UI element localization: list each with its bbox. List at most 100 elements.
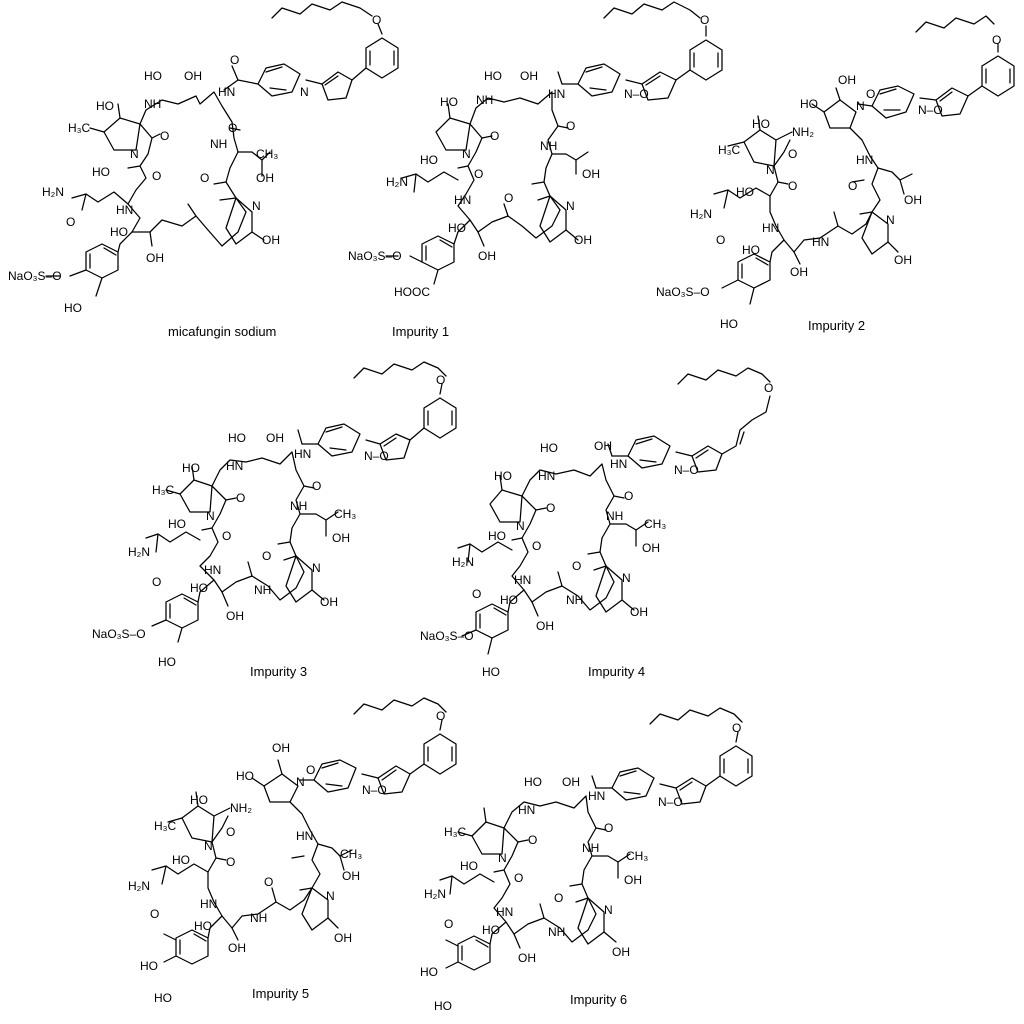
atom-label: N–O: [918, 103, 943, 117]
structure-caption: Impurity 5: [252, 986, 309, 1001]
atom-label: H₂N: [690, 207, 712, 221]
atom-label: OH: [342, 869, 360, 883]
atom-label: N: [296, 775, 305, 789]
atom-label: HN: [218, 85, 235, 99]
atom-label: H₃C: [154, 819, 177, 833]
atom-label: O: [222, 529, 231, 543]
atom-label: HO: [158, 655, 176, 669]
atom-label: NaO₃S–O: [420, 629, 474, 643]
atom-label: NH: [290, 499, 307, 513]
atom-label: OH: [520, 69, 538, 83]
atom-label: NH: [548, 925, 565, 939]
atom-label: CH₃: [644, 517, 666, 531]
atom-label: OH: [256, 171, 274, 185]
atom-label: HO: [448, 221, 466, 235]
atom-label: HN: [116, 203, 133, 217]
atom-label: N: [766, 163, 775, 177]
atom-label: OH: [642, 541, 660, 555]
atom-label: HO: [144, 69, 162, 83]
atom-label: HO: [460, 859, 478, 873]
atom-label: CH₃: [626, 849, 648, 863]
atom-label: NaO₃S–O: [656, 285, 710, 299]
structure-impurity-4: HO OH HO HN HN O N O NH CH₃ H₂N HO O OH …: [420, 367, 773, 679]
atom-label: HN: [204, 563, 221, 577]
atom-label: NH₂: [230, 801, 252, 815]
atom-labels: HO OH HO HN HN O N O NH CH₃ H₂N HO O OH …: [420, 381, 773, 679]
atom-label: O: [312, 479, 321, 493]
atom-label: O: [200, 171, 209, 185]
atom-label: H₃C: [152, 483, 175, 497]
atom-label: NH: [254, 583, 271, 597]
atom-label: O: [514, 871, 523, 885]
atom-labels: OH HO N O HO NH₂ O H₃C N HN CH₃ H₂N HO O…: [128, 709, 445, 1005]
atom-label: NaO₃S–O: [8, 269, 62, 283]
atom-label: NaO₃S–O: [348, 249, 402, 263]
atom-label: NH: [476, 93, 493, 107]
structure-caption: Impurity 4: [588, 664, 645, 679]
atom-label: O: [764, 381, 773, 395]
atom-label: OH: [262, 233, 280, 247]
atom-label: O: [226, 825, 235, 839]
atom-label: HO: [110, 225, 128, 239]
atom-labels: HO OH HO NH HN H₃C O N O CH₃ H₂N HO NH N…: [8, 13, 381, 315]
atom-label: N: [300, 85, 309, 99]
atom-label: OH: [904, 193, 922, 207]
atom-label: NH₂: [792, 125, 814, 139]
atom-label: O: [504, 191, 513, 205]
atom-label: HN: [610, 457, 627, 471]
atom-label: HO: [434, 999, 452, 1013]
atom-label: OH: [594, 439, 612, 453]
atom-label: HN: [200, 897, 217, 911]
atom-label: HN: [548, 87, 565, 101]
atom-label: NH: [582, 841, 599, 855]
atom-label: O: [474, 167, 483, 181]
atom-label: NH: [144, 97, 161, 111]
atom-label: O: [732, 721, 741, 735]
atom-label: HO: [736, 185, 754, 199]
structure-caption: Impurity 3: [250, 664, 307, 679]
atom-label: N: [498, 851, 507, 865]
atom-label: HO: [494, 469, 512, 483]
structure-impurity-1: HO OH HO NH HN O N O H₂N HO NH O HN N OH…: [348, 1, 723, 339]
atom-label: OH: [334, 931, 352, 945]
structure-impurity-2: OH HO N O HO NH₂ O H₃C N HN H₂N HO O HN …: [656, 15, 1015, 333]
atom-label: O: [152, 575, 161, 589]
atom-label: O: [700, 13, 709, 27]
atom-label: H₃C: [68, 121, 91, 135]
atom-label: O: [230, 53, 239, 67]
atom-label: HN: [226, 459, 243, 473]
atom-label: O: [152, 169, 161, 183]
atom-label: N–O: [364, 449, 389, 463]
structure-caption: Impurity 1: [392, 324, 449, 339]
atom-label: O: [848, 179, 857, 193]
atom-label: NH: [210, 137, 227, 151]
structure-caption: micafungin sodium: [168, 324, 276, 339]
atom-label: HN: [496, 905, 513, 919]
atom-label: O: [444, 917, 453, 931]
atom-label: H₃C: [718, 143, 741, 157]
atom-label: H₂N: [452, 555, 474, 569]
atom-label: N: [312, 561, 321, 575]
atom-label: NH: [540, 139, 557, 153]
atom-label: HN: [518, 803, 535, 817]
atom-label: HO: [64, 301, 82, 315]
atom-label: HOOC: [394, 285, 430, 299]
atom-label: HO: [172, 853, 190, 867]
atom-label: OH: [582, 167, 600, 181]
atom-label: OH: [612, 945, 630, 959]
atom-label: O: [262, 549, 271, 563]
atom-label: HO: [500, 593, 518, 607]
bond-skeleton: [457, 367, 771, 655]
atom-label: N: [566, 199, 575, 213]
atom-label: HN: [294, 447, 311, 461]
atom-label: CH₃: [340, 847, 362, 861]
atom-label: CH₃: [334, 507, 356, 521]
bond-skeleton: [439, 707, 753, 971]
atom-labels: HO OH HO NH HN O N O H₂N HO NH O HN N OH…: [348, 13, 709, 299]
atom-label: O: [716, 233, 725, 247]
bond-skeleton: [713, 15, 1015, 305]
atom-label: HN: [762, 221, 779, 235]
atom-label: O: [306, 763, 315, 777]
atom-label: OH: [838, 73, 856, 87]
atom-label: HO: [236, 769, 254, 783]
